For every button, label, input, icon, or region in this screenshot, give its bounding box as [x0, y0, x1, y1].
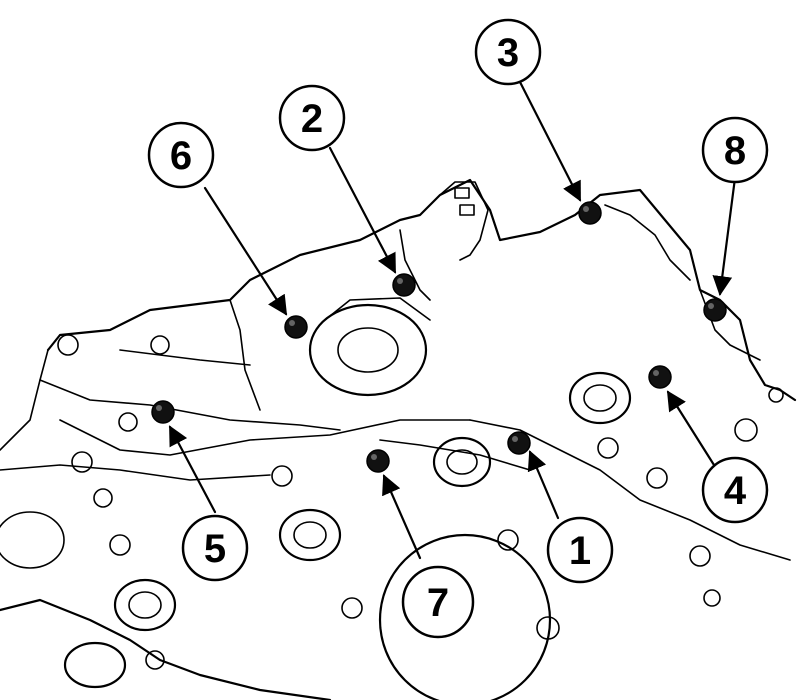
port-circles	[0, 371, 632, 700]
callout-3-label: 3	[497, 31, 519, 75]
callout-7-label: 7	[427, 581, 449, 625]
numbered-bolts	[151, 201, 727, 473]
bolt-8	[703, 298, 727, 322]
callout-8: 8	[701, 116, 769, 184]
callout-2-label: 2	[301, 97, 323, 141]
small-fasteners	[57, 334, 784, 670]
bolt-2	[392, 273, 416, 297]
callout-2: 2	[278, 84, 346, 152]
leader-arrows	[168, 80, 737, 560]
engine-line-art	[0, 178, 797, 700]
callout-4-label: 4	[724, 469, 747, 513]
arrow-8	[712, 176, 737, 296]
callout-1-label: 1	[569, 529, 591, 573]
callout-3: 3	[474, 18, 542, 86]
arrow-4	[666, 390, 716, 467]
bolt-7	[366, 449, 390, 473]
callout-4: 4	[701, 456, 769, 524]
bolt-4	[648, 365, 672, 389]
arrow-7	[382, 474, 422, 560]
bolt-3	[578, 201, 602, 225]
callout-8-label: 8	[724, 129, 746, 173]
arrow-2	[328, 146, 397, 274]
callouts: 1 2 3 4 5 6 7 8	[147, 18, 769, 639]
callout-6-label: 6	[170, 134, 192, 178]
bolt-5	[151, 400, 175, 424]
callout-5: 5	[181, 514, 249, 582]
callout-1: 1	[546, 516, 614, 584]
callout-5-label: 5	[204, 527, 226, 571]
bolt-1	[507, 431, 531, 455]
callout-7: 7	[401, 565, 475, 639]
arrow-6	[203, 186, 288, 316]
arrow-5	[168, 425, 217, 514]
arrow-1	[527, 450, 560, 520]
callout-6: 6	[147, 121, 215, 189]
bolt-6	[284, 315, 308, 339]
arrow-3	[518, 80, 582, 202]
